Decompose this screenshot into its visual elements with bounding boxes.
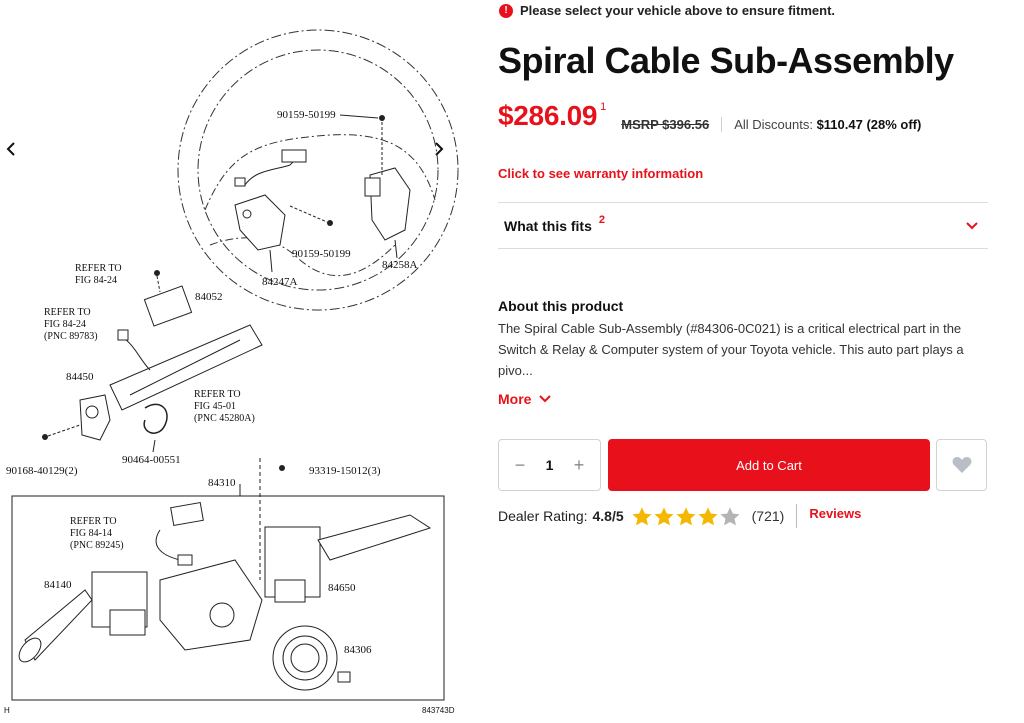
refer-note-1-line-1: REFER TO (75, 263, 122, 274)
callout-84650: 84650 (328, 582, 356, 594)
diagram-corner-mark: H (4, 706, 10, 715)
refer-note-3-line-3: (PNC 45280A) (194, 413, 255, 424)
chevron-down-icon (539, 395, 552, 403)
callout-90168-40129: 90168-40129(2) (6, 465, 78, 477)
discounts: All Discounts: $110.47 (28% off) (734, 117, 921, 132)
next-image-button[interactable] (434, 142, 458, 170)
chevron-left-icon (6, 142, 15, 156)
previous-image-button[interactable] (6, 142, 30, 170)
quantity-value[interactable]: 1 (545, 457, 554, 473)
refer-note-4-line-3: (PNC 89245) (70, 540, 124, 551)
fitment-alert: ! Please select your vehicle above to en… (499, 3, 835, 18)
star-filled-icon (676, 507, 696, 525)
price-divider (721, 117, 723, 132)
steering-wheel-outline (177, 29, 459, 311)
add-to-cart-button[interactable]: Add to Cart (608, 439, 930, 491)
star-rating (632, 507, 740, 526)
heart-icon (952, 457, 971, 473)
refer-note-2-line-3: (PNC 89783) (44, 331, 98, 342)
divider (498, 248, 988, 249)
price-row: $286.09 1 MSRP $396.56 All Discounts: $1… (498, 100, 921, 132)
star-filled-icon (632, 507, 652, 525)
refer-note-1-line-2: FIG 84-24 (75, 275, 117, 286)
price-footnote[interactable]: 1 (600, 101, 607, 113)
star-filled-icon (654, 507, 674, 525)
star-empty-icon (720, 507, 740, 525)
callout-90159-50199-mid: 90159-50199 (292, 248, 351, 260)
decrease-quantity-button[interactable]: − (514, 454, 526, 475)
sale-price: $286.09 (498, 100, 598, 131)
callout-90159-50199-top: 90159-50199 (277, 109, 336, 121)
exclamation-circle-icon: ! (499, 3, 513, 18)
chevron-right-icon (435, 142, 444, 156)
increase-quantity-button[interactable]: + (573, 454, 585, 475)
wishlist-button[interactable] (936, 439, 987, 491)
refer-note-4-line-1: REFER TO (70, 516, 117, 527)
fits-footnote: 2 (598, 214, 606, 226)
chevron-down-icon[interactable] (965, 220, 979, 232)
exploded-view-drawing (11, 29, 459, 701)
fitment-alert-text: Please select your vehicle above to ensu… (520, 3, 836, 18)
callout-84450: 84450 (66, 371, 94, 383)
dealer-rating-label: Dealer Rating: (498, 508, 588, 524)
refer-note-3-line-2: FIG 45-01 (194, 401, 236, 412)
callout-84258a: 84258A (382, 259, 418, 271)
reviews-link[interactable]: Reviews (809, 505, 862, 521)
product-title: Spiral Cable Sub-Assembly (498, 40, 954, 81)
star-filled-icon (698, 507, 718, 525)
review-count: (721) (751, 508, 785, 524)
more-label: More (498, 391, 532, 407)
warranty-link[interactable]: Click to see warranty information (498, 166, 704, 181)
diagram-labels: 90159-50199 90159-50199 84258A 84247A 84… (4, 109, 455, 715)
what-this-fits-label: What this fits (504, 218, 592, 234)
msrp-price: MSRP $396.56 (621, 117, 710, 132)
callout-84052: 84052 (195, 291, 223, 303)
callout-84306: 84306 (344, 644, 372, 656)
callout-84247a: 84247A (262, 276, 298, 288)
refer-note-2-line-2: FIG 84-24 (44, 319, 86, 330)
refer-note-2-line-1: REFER TO (44, 307, 91, 318)
callout-90464-00551: 90464-00551 (122, 454, 181, 466)
callout-93319-15012: 93319-15012(3) (309, 465, 381, 477)
dealer-rating-score: 4.8/5 (592, 508, 624, 524)
divider (498, 202, 988, 203)
dealer-rating: Dealer Rating: 4.8/5 (721) Reviews (498, 504, 861, 528)
rating-divider (796, 504, 798, 528)
discounts-label: All Discounts: (734, 117, 813, 132)
callout-84140: 84140 (44, 579, 72, 591)
what-this-fits-toggle[interactable]: What this fits 2 (504, 214, 605, 234)
about-title: About this product (498, 298, 624, 314)
parts-diagram: 90159-50199 90159-50199 84258A 84247A 84… (0, 0, 480, 723)
diagram-code: 843743D (422, 706, 455, 715)
more-button[interactable]: More (498, 391, 552, 407)
callout-84310: 84310 (208, 477, 236, 489)
about-description: The Spiral Cable Sub-Assembly (#84306-0C… (498, 321, 964, 378)
refer-note-4-line-2: FIG 84-14 (70, 528, 112, 539)
refer-note-3-line-1: REFER TO (194, 389, 241, 400)
discounts-value: $110.47 (28% off) (816, 117, 922, 132)
quantity-stepper: − 1 + (498, 439, 601, 491)
